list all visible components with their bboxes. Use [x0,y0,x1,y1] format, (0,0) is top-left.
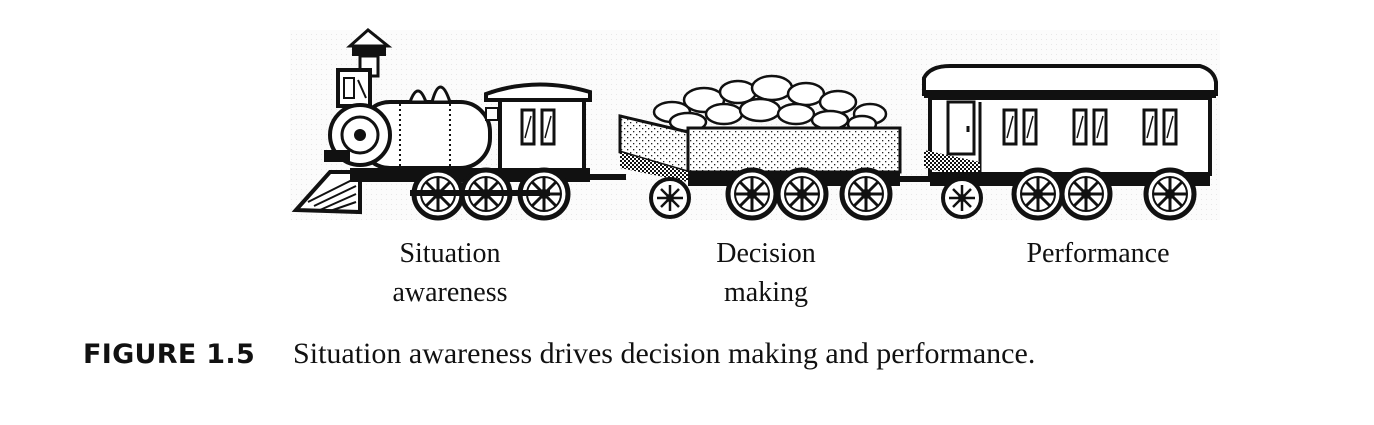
label-line: Decision [716,238,816,269]
passenger-coach [922,64,1218,218]
figure-number: FIGURE 1.5 [83,339,256,370]
train-illustration [290,28,1220,227]
label-line: Situation [399,238,501,269]
figure-caption: FIGURE 1.5 Situation awareness drives dec… [83,337,1035,371]
label-line: making [724,277,808,308]
figure-caption-text: Situation awareness drives decision maki… [293,337,1036,370]
tender-car [618,74,902,218]
label-performance: Performance [988,234,1208,273]
label-line: awareness [392,277,508,308]
label-line: Performance [1026,238,1170,269]
label-decision-making: Decision making [656,234,876,312]
label-situation-awareness: Situation awareness [340,234,560,312]
locomotive [291,28,592,218]
